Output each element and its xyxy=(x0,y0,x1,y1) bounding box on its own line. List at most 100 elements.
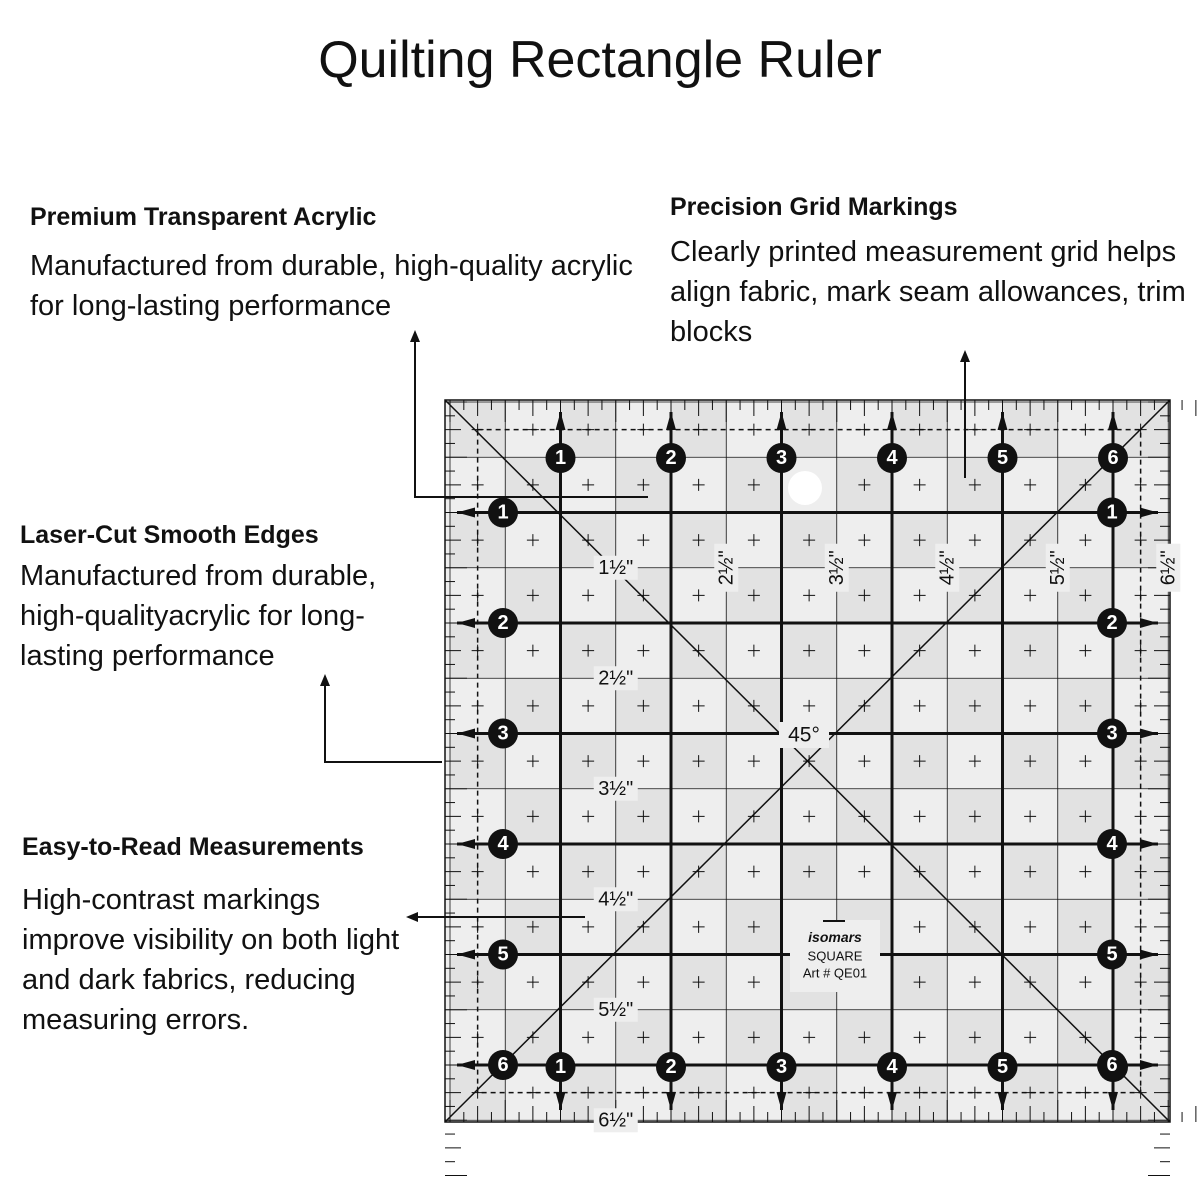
number-label: 2 xyxy=(1106,612,1117,634)
arrowhead xyxy=(666,412,676,430)
number-label: 6 xyxy=(1107,447,1118,469)
label-backing xyxy=(593,666,638,691)
label-backing xyxy=(1045,543,1070,592)
number-label: 5 xyxy=(1106,944,1117,966)
half-inch-label-horizontal: 2½" xyxy=(715,550,737,585)
feature-description: Manufactured from durable, high-qualitya… xyxy=(20,560,377,672)
label-backing xyxy=(935,543,960,592)
number-badge xyxy=(1097,497,1127,528)
number-badge xyxy=(987,1052,1018,1082)
number-badge xyxy=(1097,1050,1127,1080)
half-inch-label-horizontal: 5½" xyxy=(1047,550,1069,585)
feature-transparent-acrylic: Premium Transparent Acrylic Manufactured… xyxy=(30,203,650,326)
arrowhead xyxy=(457,839,475,849)
number-badge xyxy=(488,829,518,859)
art-number-label: Art # QE01 xyxy=(803,966,867,981)
arrowhead xyxy=(887,1092,897,1110)
arrowhead xyxy=(555,1092,566,1110)
number-label: 1 xyxy=(1106,502,1117,524)
arrowhead xyxy=(776,412,787,430)
feature-description: High-contrast markings improve visibilit… xyxy=(22,884,400,1036)
label-backing xyxy=(593,997,638,1022)
number-badge xyxy=(987,443,1018,473)
half-inch-label-vertical: 6½" xyxy=(598,1109,633,1131)
label-backing xyxy=(714,543,739,592)
number-label: 2 xyxy=(497,612,508,634)
number-badge xyxy=(877,1052,907,1082)
arrowhead xyxy=(887,412,897,430)
arrowhead xyxy=(997,412,1008,430)
ruler-graphic: 1234561234561122334455661½"2½"3½"4½"5½"6… xyxy=(444,399,1197,1176)
number-label: 1 xyxy=(497,502,508,524)
number-badge xyxy=(488,497,518,528)
arrowhead xyxy=(997,1092,1008,1110)
arrowhead xyxy=(457,618,475,628)
feature-grid-markings: Precision Grid Markings Clearly printed … xyxy=(670,193,1190,352)
half-inch-label-horizontal: 6½" xyxy=(1157,550,1179,585)
model-label: SQUARE xyxy=(808,949,863,964)
number-label: 4 xyxy=(1106,833,1118,855)
arrowhead xyxy=(457,949,475,960)
number-label: 1 xyxy=(555,1056,566,1078)
label-backing xyxy=(593,555,638,580)
angle-label: 45° xyxy=(788,724,820,747)
number-badge xyxy=(488,1050,518,1080)
number-label: 3 xyxy=(776,1056,787,1078)
number-label: 5 xyxy=(997,1056,1008,1078)
arrowhead xyxy=(1140,949,1158,960)
arrowhead xyxy=(1108,412,1118,430)
label-backing xyxy=(779,722,829,748)
arrowhead xyxy=(1108,1092,1118,1110)
number-badge xyxy=(766,443,797,473)
feature-heading: Precision Grid Markings xyxy=(670,193,958,221)
number-badge xyxy=(545,1052,576,1082)
diagonal-line xyxy=(444,399,1171,1123)
feature-heading: Easy-to-Read Measurements xyxy=(22,833,364,861)
number-badge xyxy=(488,608,518,638)
arrowhead xyxy=(666,1092,676,1110)
number-badge xyxy=(766,1052,797,1082)
feature-description: Manufactured from durable, high-quality … xyxy=(30,250,633,322)
half-inch-label-horizontal: 3½" xyxy=(826,550,848,585)
number-badge xyxy=(1097,829,1127,859)
number-label: 4 xyxy=(886,447,898,469)
page-title: Quilting Rectangle Ruler xyxy=(318,31,882,89)
arrowhead xyxy=(1140,507,1158,518)
arrow-edges xyxy=(320,674,442,763)
feature-description: Clearly printed measurement grid helps a… xyxy=(670,236,1186,348)
number-label: 5 xyxy=(997,447,1008,469)
arrowhead xyxy=(1140,618,1158,628)
number-label: 2 xyxy=(665,1056,676,1078)
feature-smooth-edges: Laser-Cut Smooth Edges Manufactured from… xyxy=(20,521,440,676)
half-inch-label-vertical: 2½" xyxy=(598,667,633,689)
half-inch-label-vertical: 3½" xyxy=(598,778,633,800)
label-backing xyxy=(593,887,638,912)
arrowhead xyxy=(1140,839,1158,849)
number-badge xyxy=(1098,443,1128,473)
label-backing xyxy=(824,543,849,592)
number-label: 2 xyxy=(665,447,676,469)
number-badge xyxy=(488,939,518,970)
number-label: 4 xyxy=(886,1056,898,1078)
arrowhead xyxy=(457,728,475,739)
arrowhead xyxy=(457,507,475,518)
feature-heading: Laser-Cut Smooth Edges xyxy=(20,521,319,549)
number-badge xyxy=(1097,718,1127,749)
number-label: 4 xyxy=(497,833,509,855)
number-label: 6 xyxy=(1106,1054,1117,1076)
label-backing xyxy=(1156,543,1181,592)
number-badge xyxy=(877,443,907,473)
number-badge xyxy=(1097,939,1127,970)
arrowhead xyxy=(1140,1060,1158,1070)
label-backing xyxy=(790,920,880,992)
arrowhead xyxy=(457,1060,475,1070)
number-label: 3 xyxy=(776,447,787,469)
number-label: 6 xyxy=(497,1054,508,1076)
number-badge xyxy=(656,1052,686,1082)
number-label: 3 xyxy=(1106,723,1117,745)
number-badge xyxy=(656,443,686,473)
brand-label: isomars xyxy=(808,929,862,945)
feature-heading: Premium Transparent Acrylic xyxy=(30,203,377,231)
arrowhead xyxy=(1140,728,1158,739)
number-label: 5 xyxy=(497,944,508,966)
